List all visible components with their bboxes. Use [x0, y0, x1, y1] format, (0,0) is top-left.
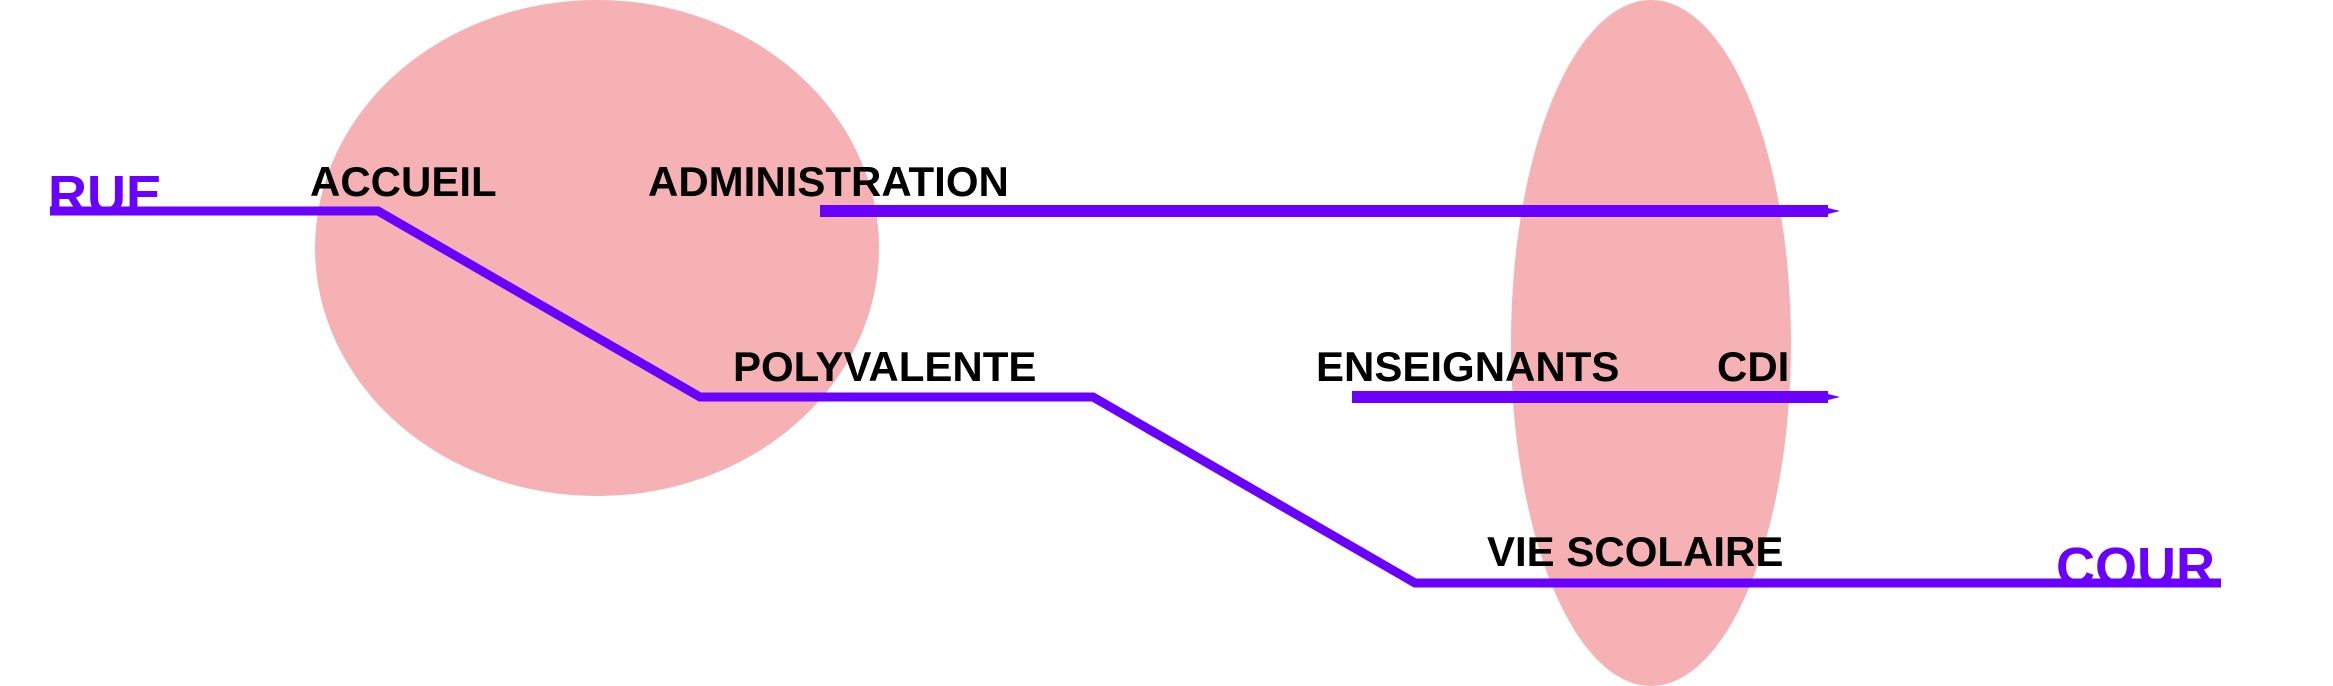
main-route-path	[50, 206, 2221, 588]
zone-right-ellipse	[1511, 0, 1791, 686]
label-cdi: CDI	[1717, 343, 1789, 390]
end-label-cour: COUR	[2056, 537, 2215, 597]
label-accueil: ACCUEIL	[310, 158, 497, 205]
zone-left-ellipse	[315, 0, 879, 496]
label-vie-scolaire: VIE SCOLAIRE	[1487, 528, 1783, 575]
label-enseignants: ENSEIGNANTS	[1316, 343, 1619, 390]
label-polyvalente: POLYVALENTE	[733, 343, 1036, 390]
label-administration: ADMINISTRATION	[648, 158, 1009, 205]
start-label-rue: RUE	[48, 165, 162, 225]
